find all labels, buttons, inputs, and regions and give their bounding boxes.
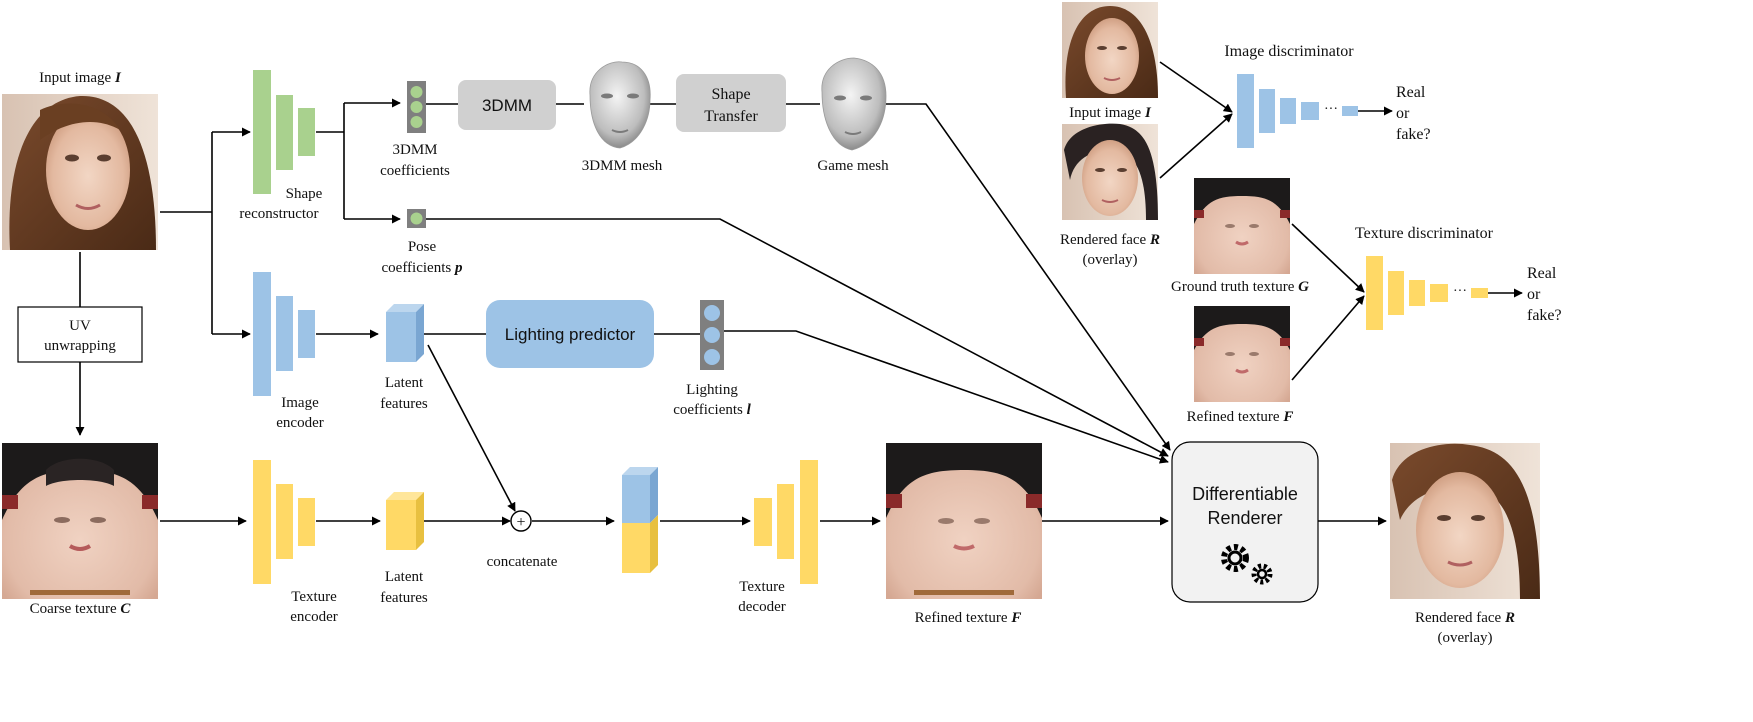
uv-unwrapping-label-1: UV <box>69 318 91 334</box>
image-disc-fake-label: fake? <box>1396 126 1431 143</box>
uv-unwrapping-node: UV unwrapping <box>17 306 143 363</box>
game-mesh-image <box>821 57 887 151</box>
shape-transfer-label-2: Transfer <box>704 108 758 125</box>
rendered-face-image <box>1390 443 1540 599</box>
texture-encoder: Texture encoder <box>253 460 338 625</box>
uv-unwrapping-label-2: unwrapping <box>44 338 116 354</box>
differentiable-renderer: Differentiable Renderer <box>1171 441 1319 603</box>
lighting-predictor-label: Lighting predictor <box>505 325 636 344</box>
coarse-texture-label: Coarse texture C <box>30 601 132 617</box>
disc-input-image-label: Input image I <box>1069 105 1152 121</box>
shape-reconstructor-label-2: reconstructor <box>239 206 318 222</box>
rendered-face-label: Rendered face R <box>1415 610 1515 626</box>
disc-refined-texture: Refined texture F <box>1187 306 1294 425</box>
disc-ground-truth-texture: Ground truth texture G <box>1171 178 1309 295</box>
lighting-coefficients-label-2: coefficients l <box>673 402 751 418</box>
disc-rendered-face-photo <box>1062 123 1158 220</box>
connectors <box>75 61 1523 526</box>
disc-refined-texture-label: Refined texture F <box>1187 409 1294 425</box>
texture-encoder-label-2: encoder <box>290 609 337 625</box>
latent-features-texture: Latent features <box>380 492 428 606</box>
game-mesh: Game mesh <box>817 57 889 174</box>
image-discriminator: Image discriminator ··· Real or fake? <box>1224 43 1431 148</box>
shape-transfer-box: Shape Transfer <box>676 74 786 132</box>
latent-features-image: Latent features <box>380 304 428 412</box>
concatenate-operator: + concatenate <box>487 510 558 570</box>
disc-rendered-face-overlay-label: (overlay) <box>1083 252 1138 268</box>
texture-disc-or-label: or <box>1527 286 1541 303</box>
disc-rendered-face-label: Rendered face R <box>1060 232 1160 248</box>
texture-decoder-label-1: Texture <box>739 579 785 595</box>
ground-truth-texture-label: Ground truth texture G <box>1171 279 1309 295</box>
edge-pose-renderer <box>426 218 1169 457</box>
3dmm-coefficients: 3DMM coefficients <box>380 81 450 179</box>
concatenated-features <box>622 467 658 573</box>
edge-game-renderer <box>886 103 1171 451</box>
disc-input-image-photo <box>1062 2 1158 98</box>
shape-reconstructor-label-1: Shape <box>286 186 323 202</box>
refined-texture-image <box>886 443 1042 599</box>
image-encoder-label-1: Image <box>281 395 319 411</box>
texture-discriminator: Texture discriminator ··· Real or fake? <box>1355 225 1562 330</box>
rendered-face-node: Rendered face R (overlay) <box>1390 443 1540 646</box>
input-image-node: Input image I <box>2 70 158 250</box>
image-encoder-label-2: encoder <box>276 415 323 431</box>
3dmm-mesh: 3DMM mesh <box>582 61 663 174</box>
lighting-predictor: Lighting predictor <box>486 300 654 368</box>
texture-disc-fake-label: fake? <box>1527 307 1562 324</box>
ground-truth-texture-image <box>1194 178 1290 274</box>
texture-discriminator-title: Texture discriminator <box>1355 225 1494 242</box>
image-discriminator-title: Image discriminator <box>1224 43 1354 60</box>
refined-texture-node: Refined texture F <box>886 443 1042 626</box>
edge-latent-concat <box>427 344 516 512</box>
latent-features-image-label-2: features <box>380 396 428 412</box>
latent-features-texture-label-2: features <box>380 590 428 606</box>
concatenate-label: concatenate <box>487 554 558 570</box>
edge-disc-input <box>1159 61 1233 113</box>
shape-reconstructor: Shape reconstructor <box>239 70 323 222</box>
pose-coefficients: Pose coefficients p <box>382 209 463 276</box>
image-encoder: Image encoder <box>253 272 324 431</box>
texture-decoder-label-2: decoder <box>738 599 785 615</box>
renderer-label-2: Renderer <box>1207 508 1282 528</box>
3dmm-mesh-label: 3DMM mesh <box>582 158 663 174</box>
3dmm-box-label: 3DMM <box>482 96 532 115</box>
3dmm-box: 3DMM <box>458 80 556 130</box>
lighting-coefficients-label-1: Lighting <box>686 382 738 398</box>
renderer-label-1: Differentiable <box>1192 484 1298 504</box>
disc-rendered-face: Rendered face R (overlay) <box>1060 123 1160 268</box>
pose-coefficients-label-1: Pose <box>408 239 437 255</box>
texture-encoder-label-1: Texture <box>291 589 337 605</box>
edge-disc-gt <box>1291 223 1365 293</box>
image-discriminator-ellipsis: ··· <box>1324 102 1338 117</box>
refined-texture-label: Refined texture F <box>915 610 1022 626</box>
3dmm-coefficients-label-1: 3DMM <box>392 142 437 158</box>
lighting-coefficients: Lighting coefficients l <box>673 300 752 418</box>
pose-coefficients-label-2: coefficients p <box>382 260 463 276</box>
shape-transfer-label-1: Shape <box>711 86 750 103</box>
texture-disc-real-label: Real <box>1527 265 1557 282</box>
plus-symbol: + <box>516 514 525 531</box>
game-mesh-label: Game mesh <box>817 158 889 174</box>
edge-lighting-renderer <box>724 330 1169 464</box>
coarse-texture-node: Coarse texture C <box>2 443 158 617</box>
edge-disc-rendered <box>1159 113 1233 179</box>
coarse-texture-image <box>2 443 158 599</box>
image-disc-real-label: Real <box>1396 84 1426 101</box>
edge-disc-refined <box>1291 295 1365 381</box>
disc-input-image: Input image I <box>1062 2 1158 121</box>
image-disc-or-label: or <box>1396 105 1410 122</box>
rendered-face-overlay-label: (overlay) <box>1438 630 1493 646</box>
3dmm-coefficients-label-2: coefficients <box>380 163 450 179</box>
disc-refined-texture-image <box>1194 306 1290 402</box>
gears-icon <box>1221 544 1273 585</box>
input-image-label: Input image I <box>39 70 122 86</box>
input-image-photo <box>2 94 158 250</box>
latent-features-image-label-1: Latent <box>385 375 424 391</box>
texture-decoder: Texture decoder <box>738 460 818 615</box>
3dmm-mesh-image <box>589 61 651 149</box>
texture-discriminator-ellipsis: ··· <box>1453 284 1467 299</box>
latent-features-texture-label-1: Latent <box>385 569 424 585</box>
